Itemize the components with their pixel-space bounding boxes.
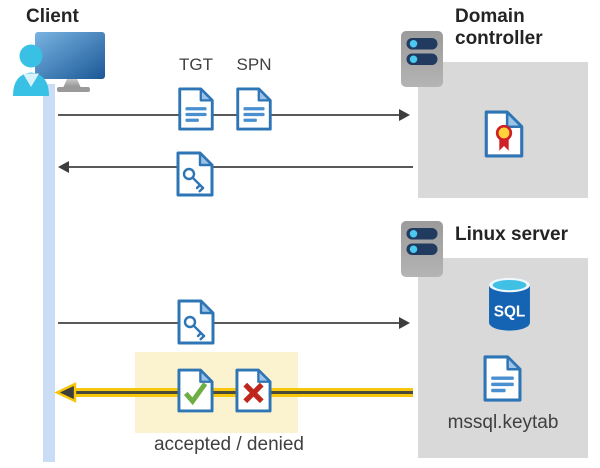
ticket-response-arrow-line	[68, 166, 413, 168]
keytab-label: mssql.keytab	[447, 412, 559, 433]
keytab-document-icon	[483, 355, 522, 402]
sql-label: SQL	[494, 303, 526, 320]
client-title: Client	[26, 6, 79, 27]
sql-database-icon: SQL	[489, 277, 530, 331]
key-document-icon	[177, 299, 215, 345]
tgt-spn-request-arrowhead	[399, 109, 410, 121]
cross-document-icon	[235, 368, 272, 413]
tgt-spn-request-arrow-line	[58, 114, 402, 116]
tgt-document-icon	[178, 87, 214, 131]
certificate-document-icon	[484, 110, 524, 158]
linux-server-title: Linux server	[455, 224, 568, 245]
user-at-monitor-icon	[13, 32, 105, 96]
result-arrowhead	[54, 382, 77, 403]
monitor-screen	[35, 32, 105, 79]
accepted-denied-label: accepted / denied	[153, 434, 304, 455]
service-ticket-arrow-line	[58, 322, 402, 324]
spn-label: SPN	[236, 55, 272, 74]
linux-server-icon	[401, 221, 443, 277]
client-timeline-bar	[43, 84, 55, 462]
spn-document-icon	[236, 87, 272, 131]
tgt-label: TGT	[179, 55, 213, 74]
user-collar	[23, 73, 39, 87]
key-document-icon	[176, 151, 214, 197]
check-document-icon	[177, 368, 214, 413]
monitor-base	[57, 87, 90, 92]
service-ticket-arrowhead	[399, 317, 410, 329]
user-head	[19, 44, 43, 68]
domain-controller-title: Domain controller	[455, 6, 543, 50]
ticket-response-arrowhead	[58, 161, 69, 173]
monitor-stand	[63, 79, 81, 88]
domain-controller-server-icon	[401, 31, 443, 87]
